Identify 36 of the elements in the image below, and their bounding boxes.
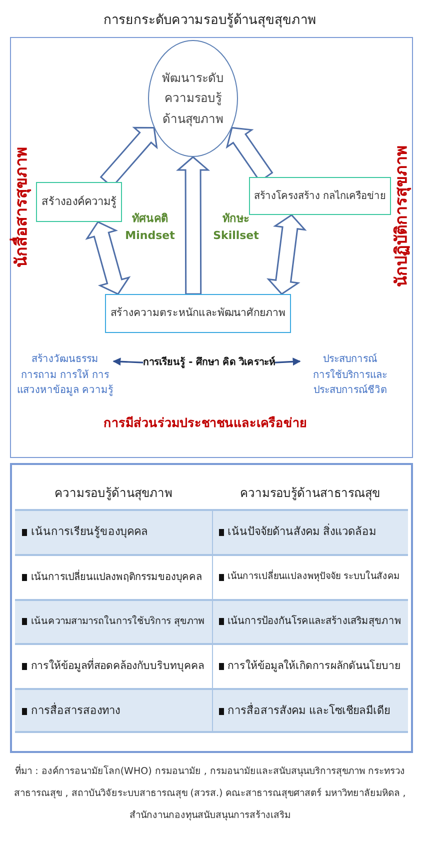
node-text: พัฒนาระดับความรอบรู้ด้านสุขภาพ [161, 70, 225, 128]
block-arrow [176, 156, 210, 295]
annotation-text: การมีส่วนร่วมประชาชนและเครือข่าย [104, 414, 306, 432]
cell-text: การสื่อสารสังคม และโซเชียลมีเดีย [228, 704, 390, 719]
flow-text: การเรียนรู้ - ศึกษา คิด วิเคราะห์ [143, 355, 275, 370]
column-header: ความรอบรู้ด้านสาธารณสุข [240, 485, 380, 502]
annotation-text: ทักษะ Skillset [212, 211, 260, 244]
node-text: สร้างโครงสร้าง กลไกเครือข่าย [254, 190, 386, 202]
vertical-label: นักสื่อสารสุขภาพ [8, 146, 32, 268]
cell-text: เน้นการเปลี่ยนแปลงพฤติกรรมของบุคคล [31, 570, 202, 584]
node-text: สร้างองค์ความรู้ [42, 194, 116, 210]
cell-text: เน้นความสามารถในการใช้บริการ สุขภาพ [31, 616, 204, 628]
arrow [274, 358, 301, 366]
title-text: การยกระดับความรอบรู้ด้านสุขสุขภาพ [104, 12, 316, 30]
process-box [105, 294, 291, 333]
cell-text: การสื่อสารสองทาง [31, 704, 120, 719]
annotation-text: ทัศนคติ Mindset [124, 211, 176, 244]
flow-text: ประสบการณ์ [322, 352, 378, 367]
source-note: ที่มา : องค์การอนามัยโลก(WHO) กรมอนามัย , กรมอนามัยและสนับสนุนบริการสุขภาพ กระทรวงสาธารณสุข , สถาบันวิจัยระบบสาธารณสุข (สวรส.) คณะสาธารณสุขศาสตร์ มหาวิทยาลัยมหิดล , สำนักงานกองทุนสนับสนุนการสร้างเสริม [13, 763, 407, 823]
arrow [112, 358, 144, 366]
node-text: สร้างความตระหนักและพัฒนาศักยภาพ [110, 306, 286, 320]
block-arrow [85, 221, 131, 295]
vertical-label: นักปฏิบัติการสุขภาพ [390, 145, 412, 287]
flow-subtext: การใช้บริการและประสบการณ์ชีวิต [312, 368, 388, 398]
column-header: ความรอบรู้ด้านสุขภาพ [54, 485, 172, 502]
block-arrow [266, 214, 307, 295]
flow-text: สร้างวัฒนธรรม [30, 352, 100, 367]
cell-text: การให้ข้อมูลที่สอดคล้องกับบริบทบุคคล [31, 660, 204, 674]
cell-text: เน้นปัจจัยด้านสังคม สิ่งแวดล้อม [228, 525, 376, 540]
cell-text: เน้นการเปลี่ยนแปลงพหุปัจจัย ระบบในสังคม [228, 571, 400, 584]
process-box [249, 177, 391, 215]
cell-text: เน้นการเรียนรู้ของบุคคล [31, 525, 148, 540]
cell-text: เน้นการป้องกันโรคและสร้างเสริมสุขภาพ [228, 615, 402, 628]
flow-subtext: การถาม การให้ การแสวงหาข้อมูล ความรู้ [16, 368, 114, 398]
process-box [36, 182, 122, 222]
cell-text: การให้ข้อมูลให้เกิดการผลักดันนโยบาย [228, 660, 400, 674]
